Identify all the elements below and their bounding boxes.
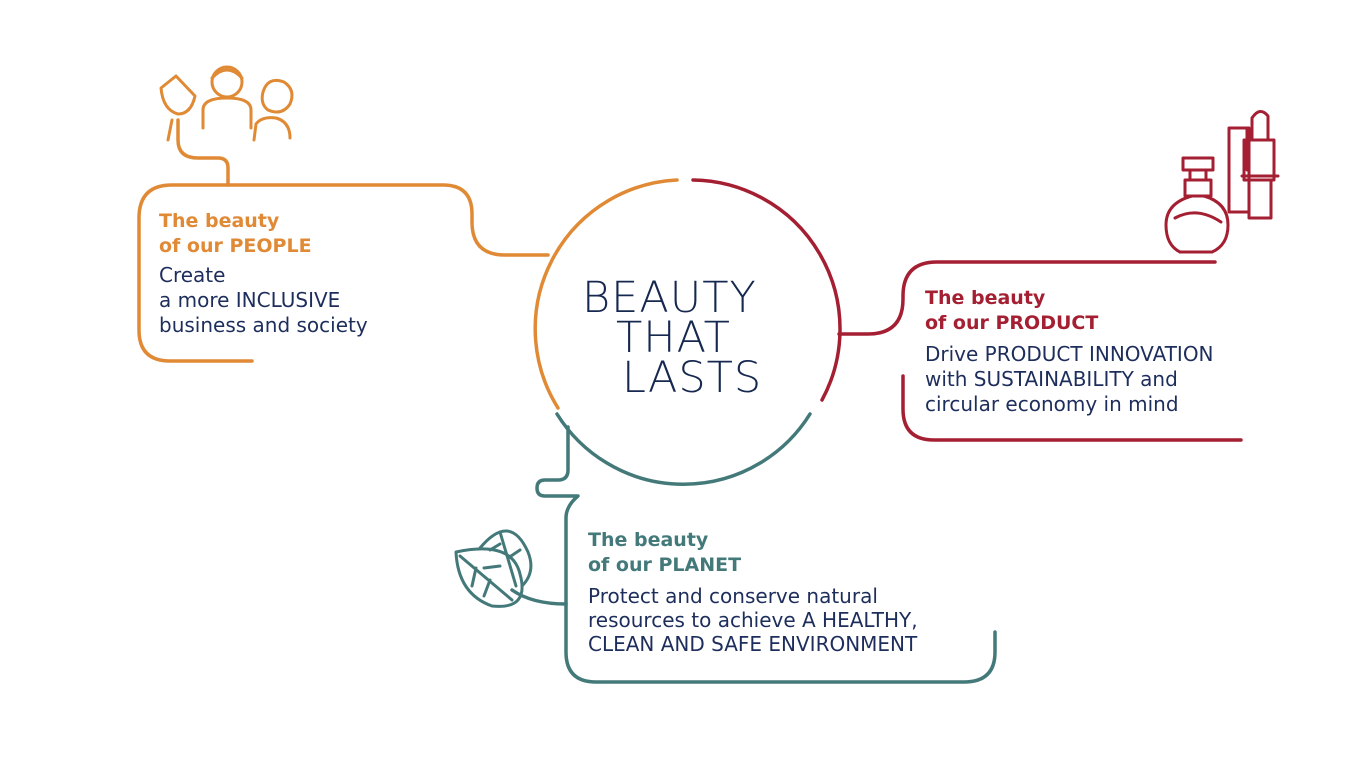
circle-arc-product [691, 178, 842, 402]
product-body: Drive PRODUCT INNOVATION with SUSTAINABI… [925, 342, 1214, 416]
center-line-2: THAT [616, 313, 731, 363]
product-connector [837, 260, 1217, 336]
people-connector [137, 183, 550, 363]
product-heading: The beauty of our PRODUCT [925, 287, 1099, 334]
leaves-icon [454, 529, 533, 608]
center-title: BEAUTY THAT LASTS [582, 273, 763, 403]
center-line-3: LASTS [622, 353, 763, 403]
product-block: The beauty of our PRODUCT Drive PRODUCT … [925, 286, 1214, 417]
circle-arc-people [533, 178, 679, 410]
perfume-lipstick-icon [1164, 110, 1280, 254]
planet-body: Protect and conserve natural resources t… [588, 584, 918, 656]
planet-connector [535, 425, 997, 684]
people-icon-cord [176, 118, 230, 187]
people-group-icon [159, 65, 294, 142]
circle-arc-planet [555, 412, 812, 487]
people-block: The beauty of our PEOPLE Create a more I… [159, 209, 368, 338]
planet-block: The beauty of our PLANET Protect and con… [588, 528, 918, 656]
planet-icon-stem [510, 588, 568, 606]
people-heading: The beauty of our PEOPLE [159, 210, 312, 257]
planet-heading: The beauty of our PLANET [588, 529, 742, 576]
center-line-1: BEAUTY [582, 273, 757, 323]
people-body: Create a more INCLUSIVE business and soc… [159, 263, 368, 337]
product-frame-bottom [901, 374, 1243, 442]
